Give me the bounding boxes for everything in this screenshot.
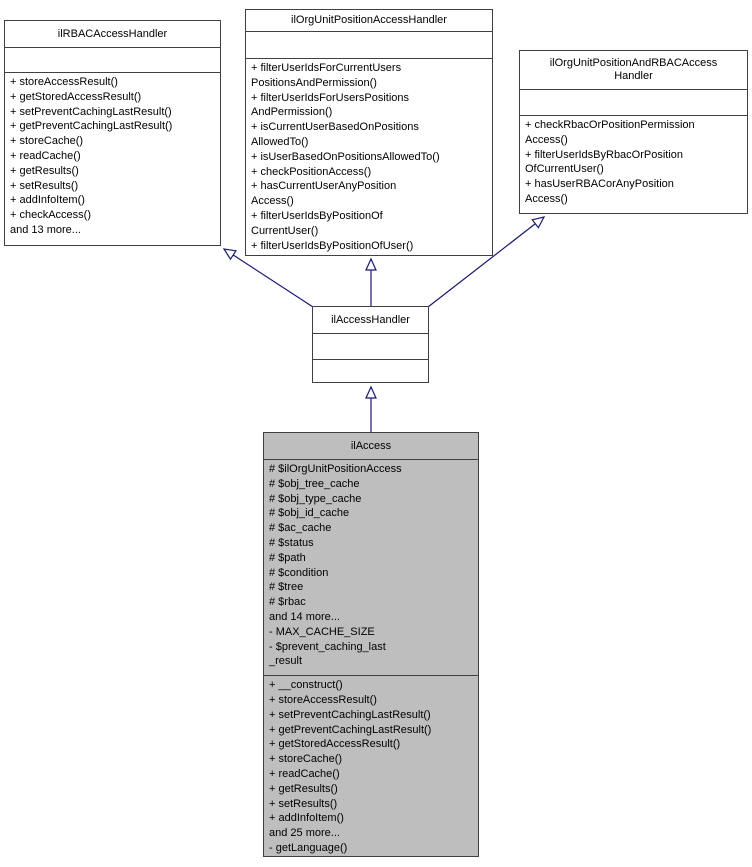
attributes-compartment <box>520 89 747 115</box>
text-line: and 13 more... <box>10 223 81 236</box>
text-line: + storeCache() <box>10 135 84 148</box>
class-box-ilaccesshandler[interactable]: ilAccessHandler <box>312 306 429 383</box>
text-line: + setResults() <box>269 797 338 810</box>
attributes-compartment <box>246 31 492 58</box>
text-line: + checkRbacOrPositionPermission <box>525 119 695 131</box>
text-line: + getPreventCachingLastResult() <box>10 120 173 133</box>
text-line: + __construct() <box>269 679 343 692</box>
text-line: + getResults() <box>269 782 338 795</box>
text-line: + setPreventCachingLastResult() <box>269 708 431 721</box>
text-line: + readCache() <box>10 149 81 162</box>
text-line: + isUserBasedOnPositionsAllowedTo() <box>251 150 440 163</box>
text-line: + getStoredAccessResult() <box>10 90 142 103</box>
text-line: + filterUserIdsByPositionOf <box>251 209 383 222</box>
text-line: AllowedTo() <box>251 135 309 148</box>
text-line: # $obj_id_cache <box>269 507 350 520</box>
text-line: CurrentUser() <box>251 224 319 237</box>
class-title: ilOrgUnitPositionAccessHandler <box>246 10 492 31</box>
text-line: ilRBACAccessHandler <box>57 27 168 40</box>
text-line: AndPermission() <box>251 106 333 119</box>
class-title: ilRBACAccessHandler <box>5 21 220 47</box>
attributes-compartment <box>313 333 428 359</box>
text-line: Access() <box>251 195 294 208</box>
text-line: ilOrgUnitPositionAndRBACAccess <box>549 57 718 69</box>
text-line: ilAccessHandler <box>331 313 410 326</box>
text-line: ilAccess <box>350 439 392 452</box>
text-line: # $tree <box>269 581 304 594</box>
text-line: PositionsAndPermission() <box>251 76 377 89</box>
class-box-ilrbacaccesshandler[interactable]: ilRBACAccessHandler + storeAccessResult(… <box>4 20 221 246</box>
methods-compartment: + storeAccessResult() + getStoredAccessRe… <box>5 72 220 245</box>
methods-compartment: + __construct()+ storeAccessResult() + se… <box>264 675 478 856</box>
text-line: - getLanguage() <box>269 841 348 854</box>
text-line: # $obj_type_cache <box>269 492 362 505</box>
text-line: # $ac_cache <box>269 522 332 535</box>
text-line: + filterUserIdsForCurrentUsers <box>251 62 402 74</box>
text-line: _result <box>269 655 303 668</box>
text-line: + setPreventCachingLastResult() <box>10 105 172 118</box>
text-line: + getResults() <box>10 164 79 177</box>
text-line: + isCurrentUserBasedOnPositions <box>251 121 419 134</box>
text-line: Handler <box>614 70 653 82</box>
text-line: - MAX_CACHE_SIZE <box>269 625 375 638</box>
text-line: + getPreventCachingLastResult() <box>269 723 432 736</box>
text-line: # $obj_tree_cache <box>269 477 360 490</box>
class-box-ilaccess[interactable]: ilAccess # $ilOrgUnitPositionAccess # $ob… <box>263 432 479 857</box>
attributes-compartment: # $ilOrgUnitPositionAccess # $obj_tree_ca… <box>264 459 478 675</box>
text-line: + addInfoItem() <box>10 194 85 207</box>
text-line: # $ilOrgUnitPositionAccess <box>269 463 402 475</box>
text-line: + checkAccess() <box>10 209 91 222</box>
text-line: ilOrgUnitPositionAccessHandler <box>291 14 447 26</box>
text-line: Access() <box>525 133 568 146</box>
text-line: and 25 more... <box>269 827 340 840</box>
text-line: + storeCache() <box>269 753 343 766</box>
text-line: and 14 more... <box>269 610 340 623</box>
text-line: + setResults() <box>10 179 79 192</box>
text-line: + checkPositionAccess() <box>251 165 372 178</box>
text-line: + storeAccessResult() <box>269 693 377 706</box>
text-line: + filterUserIdsByPositionOfUser() <box>251 239 414 252</box>
text-line: + getStoredAccessResult() <box>269 738 401 751</box>
text-line: # $condition <box>269 566 329 579</box>
text-line: + filterUserIdsByRbacOrPosition <box>525 148 684 161</box>
text-line: + readCache() <box>269 767 340 780</box>
methods-compartment <box>313 359 428 382</box>
text-line: + addInfoItem() <box>269 812 344 825</box>
text-line: - $prevent_caching_last <box>269 640 386 653</box>
attributes-compartment <box>5 47 220 72</box>
text-line: # $rbac <box>269 596 306 609</box>
text-line: # $status <box>269 536 314 549</box>
class-box-ilorgunitpositionaccesshandler[interactable]: ilOrgUnitPositionAccessHandler + filterU… <box>245 9 493 256</box>
text-line: OfCurrentUser() <box>525 163 604 176</box>
text-line: + hasUserRBACorAnyPosition <box>525 178 674 191</box>
edge-handler-to-rbac <box>222 248 314 308</box>
edge-handler-to-orgposrbac <box>427 216 546 308</box>
text-line: + filterUserIdsForUsersPositions <box>251 91 410 104</box>
text-line: # $path <box>269 551 306 564</box>
text-line: + storeAccessResult() <box>10 76 118 88</box>
text-line: + hasCurrentUserAnyPosition <box>251 180 397 193</box>
text-line: Access() <box>525 192 568 205</box>
class-title: ilAccessHandler <box>313 307 428 333</box>
class-title: ilAccess <box>264 433 478 459</box>
